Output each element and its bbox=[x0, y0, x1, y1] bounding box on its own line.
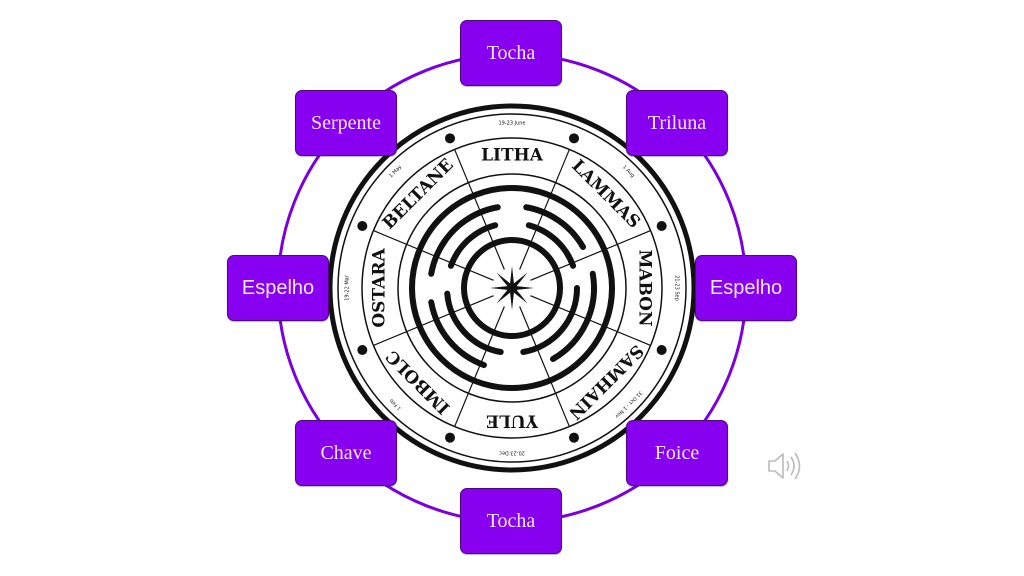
box-label: Foice bbox=[654, 441, 700, 464]
box-label: Tocha bbox=[486, 41, 536, 64]
box-serpente[interactable]: Serpente bbox=[295, 90, 397, 156]
box-tocha-bottom[interactable]: Tocha bbox=[460, 488, 562, 554]
labyrinth-path bbox=[444, 290, 504, 356]
wheel-star-ornament bbox=[357, 221, 368, 232]
sabbat-date: 20-23 Dec bbox=[499, 450, 525, 456]
labyrinth-path bbox=[550, 270, 597, 363]
box-espelho-right[interactable]: Espelho bbox=[695, 255, 797, 321]
labyrinth-path bbox=[525, 222, 577, 269]
wheel-star-ornament bbox=[445, 133, 456, 144]
wheel-star-ornament bbox=[656, 221, 667, 232]
wheel-inner-rim bbox=[337, 113, 687, 463]
labyrinth-path bbox=[520, 285, 580, 356]
sabbat-label-yule: YULE bbox=[486, 411, 539, 431]
labyrinth-path bbox=[428, 299, 487, 369]
box-chave[interactable]: Chave bbox=[295, 420, 397, 486]
wheel-star-ornament bbox=[568, 432, 579, 443]
labyrinth-path bbox=[428, 237, 448, 277]
box-triluna[interactable]: Triluna bbox=[626, 90, 728, 156]
sabbat-label-mabon: MABON bbox=[635, 249, 655, 326]
wheel-divider bbox=[519, 306, 570, 427]
sabbat-label-litha: LITHA bbox=[481, 146, 544, 166]
speaker-icon[interactable] bbox=[766, 450, 804, 482]
wheel-divider bbox=[530, 230, 651, 281]
box-label: Espelho bbox=[241, 276, 315, 299]
sabbat-label-ostara: OSTARA bbox=[370, 248, 390, 328]
box-tocha-top[interactable]: Tocha bbox=[460, 20, 562, 86]
wheel-star-ornament bbox=[568, 133, 579, 144]
box-label: Tocha bbox=[486, 509, 536, 532]
box-espelho-left[interactable]: Espelho bbox=[227, 255, 329, 321]
center-star-icon bbox=[490, 266, 534, 310]
box-label: Espelho bbox=[709, 276, 783, 299]
box-foice[interactable]: Foice bbox=[626, 420, 728, 486]
box-label: Serpente bbox=[311, 111, 381, 134]
wheel-label-band-outer bbox=[361, 137, 663, 439]
sabbat-date: 21-23 Sep bbox=[674, 275, 680, 301]
box-label: Chave bbox=[320, 441, 372, 464]
sabbat-date: 19-22 Mar bbox=[345, 274, 351, 300]
wheel-label-band-inner bbox=[397, 173, 627, 403]
labyrinth-ring bbox=[461, 237, 563, 339]
box-label: Triluna bbox=[647, 111, 707, 134]
labyrinth-path bbox=[523, 204, 587, 250]
wheel-star-ornament bbox=[656, 344, 667, 355]
wheel-star-ornament bbox=[445, 432, 456, 443]
labyrinth-path bbox=[447, 222, 499, 269]
labyrinth-ring bbox=[409, 185, 615, 391]
wheel-star-ornament bbox=[357, 344, 368, 355]
sabbat-date: 19-23 June bbox=[498, 121, 525, 127]
